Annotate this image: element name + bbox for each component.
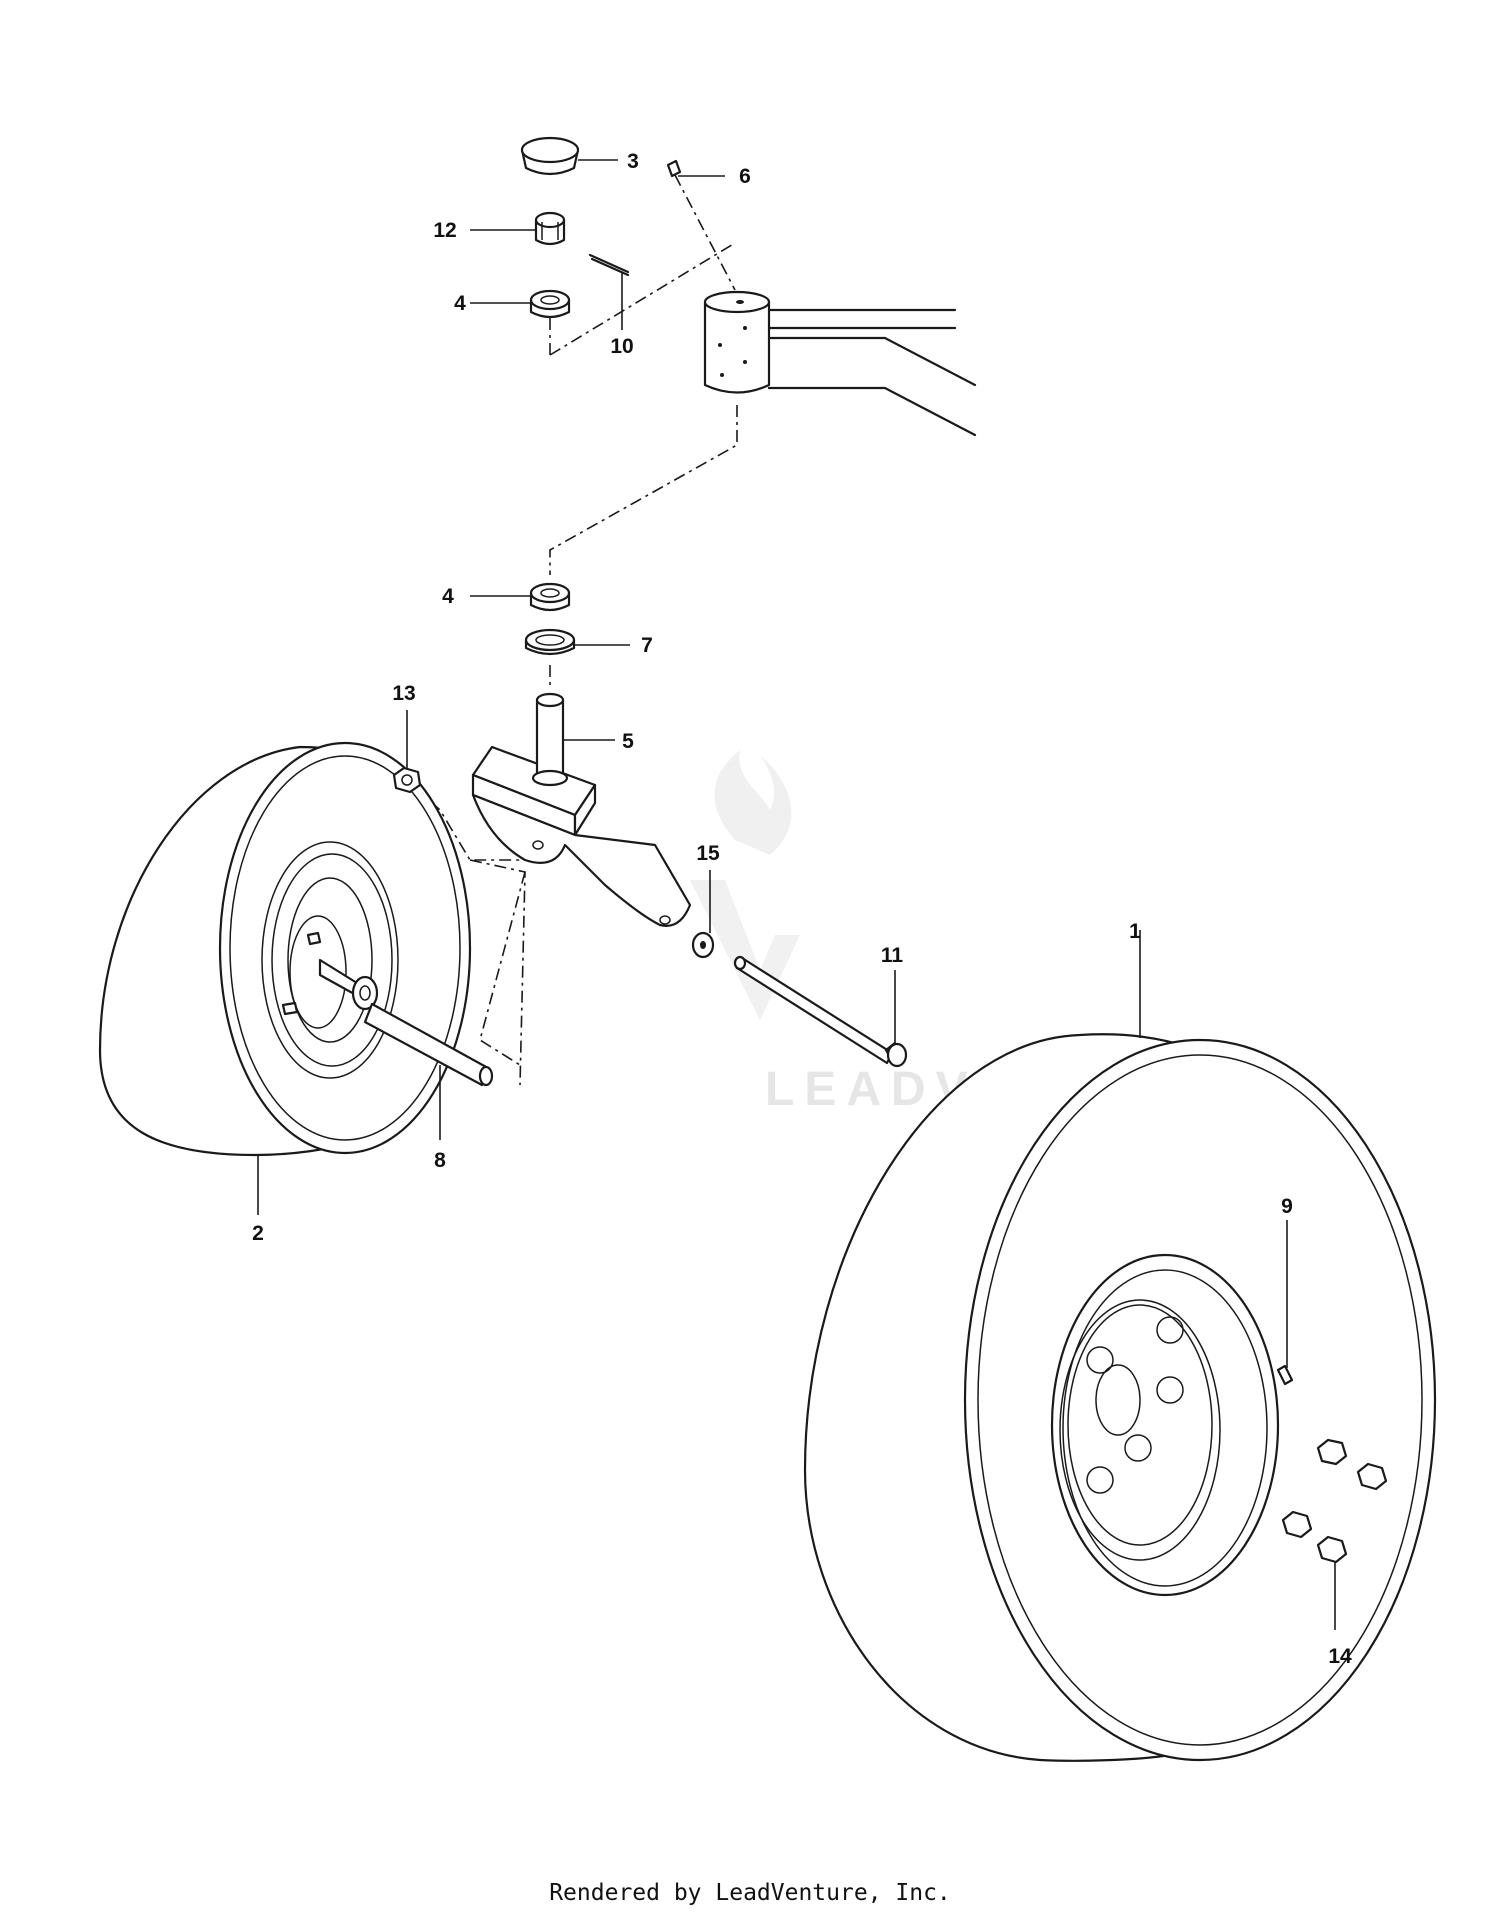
callout-7: 7 bbox=[641, 634, 653, 657]
callout-8: 8 bbox=[434, 1149, 446, 1172]
callout-2: 2 bbox=[252, 1222, 264, 1245]
lug-nuts-14 bbox=[1281, 1438, 1388, 1564]
callout-14: 14 bbox=[1328, 1645, 1352, 1668]
callout-15: 15 bbox=[696, 842, 720, 865]
callout-13: 13 bbox=[392, 682, 415, 705]
seal-7 bbox=[524, 628, 576, 656]
caster-fork-assembly bbox=[471, 745, 692, 927]
callout-9: 9 bbox=[1281, 1195, 1293, 1218]
callout-10: 10 bbox=[610, 335, 633, 358]
callout-12: 12 bbox=[433, 219, 456, 242]
callout-5: 5 bbox=[622, 730, 634, 753]
bolt-11 bbox=[733, 955, 908, 1068]
callout-4-upper: 4 bbox=[454, 292, 466, 315]
axle-spacer-8 bbox=[363, 1002, 494, 1087]
caster-wheel-2 bbox=[98, 741, 472, 1157]
frame-tube bbox=[703, 290, 977, 437]
footer-credit: Rendered by LeadVenture, Inc. bbox=[549, 1880, 951, 1906]
bearing-4-upper bbox=[529, 289, 571, 319]
callout-11: 11 bbox=[881, 944, 904, 967]
callout-labels: 3 6 12 4 10 4 7 5 13 15 11 1 2 8 9 14 bbox=[252, 150, 1352, 1668]
rear-wheel-1 bbox=[803, 1033, 1437, 1762]
callout-3: 3 bbox=[627, 150, 639, 173]
watermark-flame-icon bbox=[690, 750, 800, 1020]
leader-lines bbox=[257, 159, 1336, 1630]
callout-6: 6 bbox=[739, 165, 751, 188]
callout-4-lower: 4 bbox=[442, 585, 454, 608]
nut-13 bbox=[392, 766, 422, 794]
callout-1: 1 bbox=[1129, 920, 1141, 943]
washer-15 bbox=[691, 931, 715, 959]
hub-cap-3 bbox=[520, 136, 580, 176]
spindle-5 bbox=[531, 692, 569, 787]
bearing-4-lower bbox=[529, 582, 571, 612]
castle-nut-12 bbox=[534, 211, 566, 246]
grease-fitting-6 bbox=[666, 159, 682, 178]
